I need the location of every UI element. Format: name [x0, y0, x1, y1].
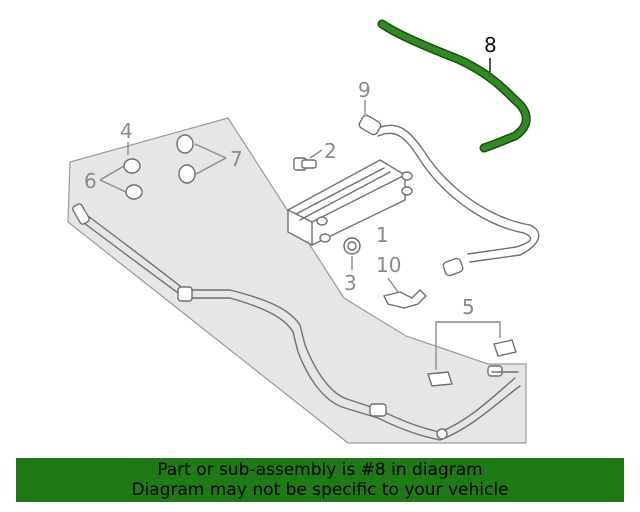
callout-10: 10 — [376, 253, 401, 277]
callout-4: 4 — [120, 119, 133, 143]
banner-line-1: Part or sub-assembly is #8 in diagram — [157, 460, 483, 480]
callout-8: 8 — [484, 33, 497, 57]
cooler-outlet-hose — [377, 124, 540, 277]
callout-3: 3 — [344, 271, 357, 295]
callout-2: 2 — [324, 139, 337, 163]
highlighted-hose-8 — [377, 19, 531, 153]
hose-assembly-panel — [67, 117, 527, 444]
bolt-2 — [293, 149, 323, 171]
oil-cooler — [287, 159, 413, 246]
disclaimer-banner: Part or sub-assembly is #8 in diagram Di… — [16, 458, 624, 502]
parts-diagram: 1 2 3 4 5 6 7 8 9 10 — [67, 19, 540, 444]
cooler-hose-assembly — [72, 203, 521, 441]
fitting-10 — [382, 277, 427, 309]
callout-9: 9 — [358, 78, 371, 102]
clamps-5 — [427, 321, 517, 387]
callout-1: 1 — [376, 223, 389, 247]
banner-line-2: Diagram may not be specific to your vehi… — [131, 480, 509, 500]
fitting-9 — [358, 100, 382, 136]
grommets-7 — [176, 134, 227, 184]
o-rings-6 — [99, 158, 143, 200]
callout-5: 5 — [462, 295, 475, 319]
callout-7: 7 — [230, 147, 243, 171]
callout-6: 6 — [84, 169, 97, 193]
nut-3 — [343, 237, 361, 270]
